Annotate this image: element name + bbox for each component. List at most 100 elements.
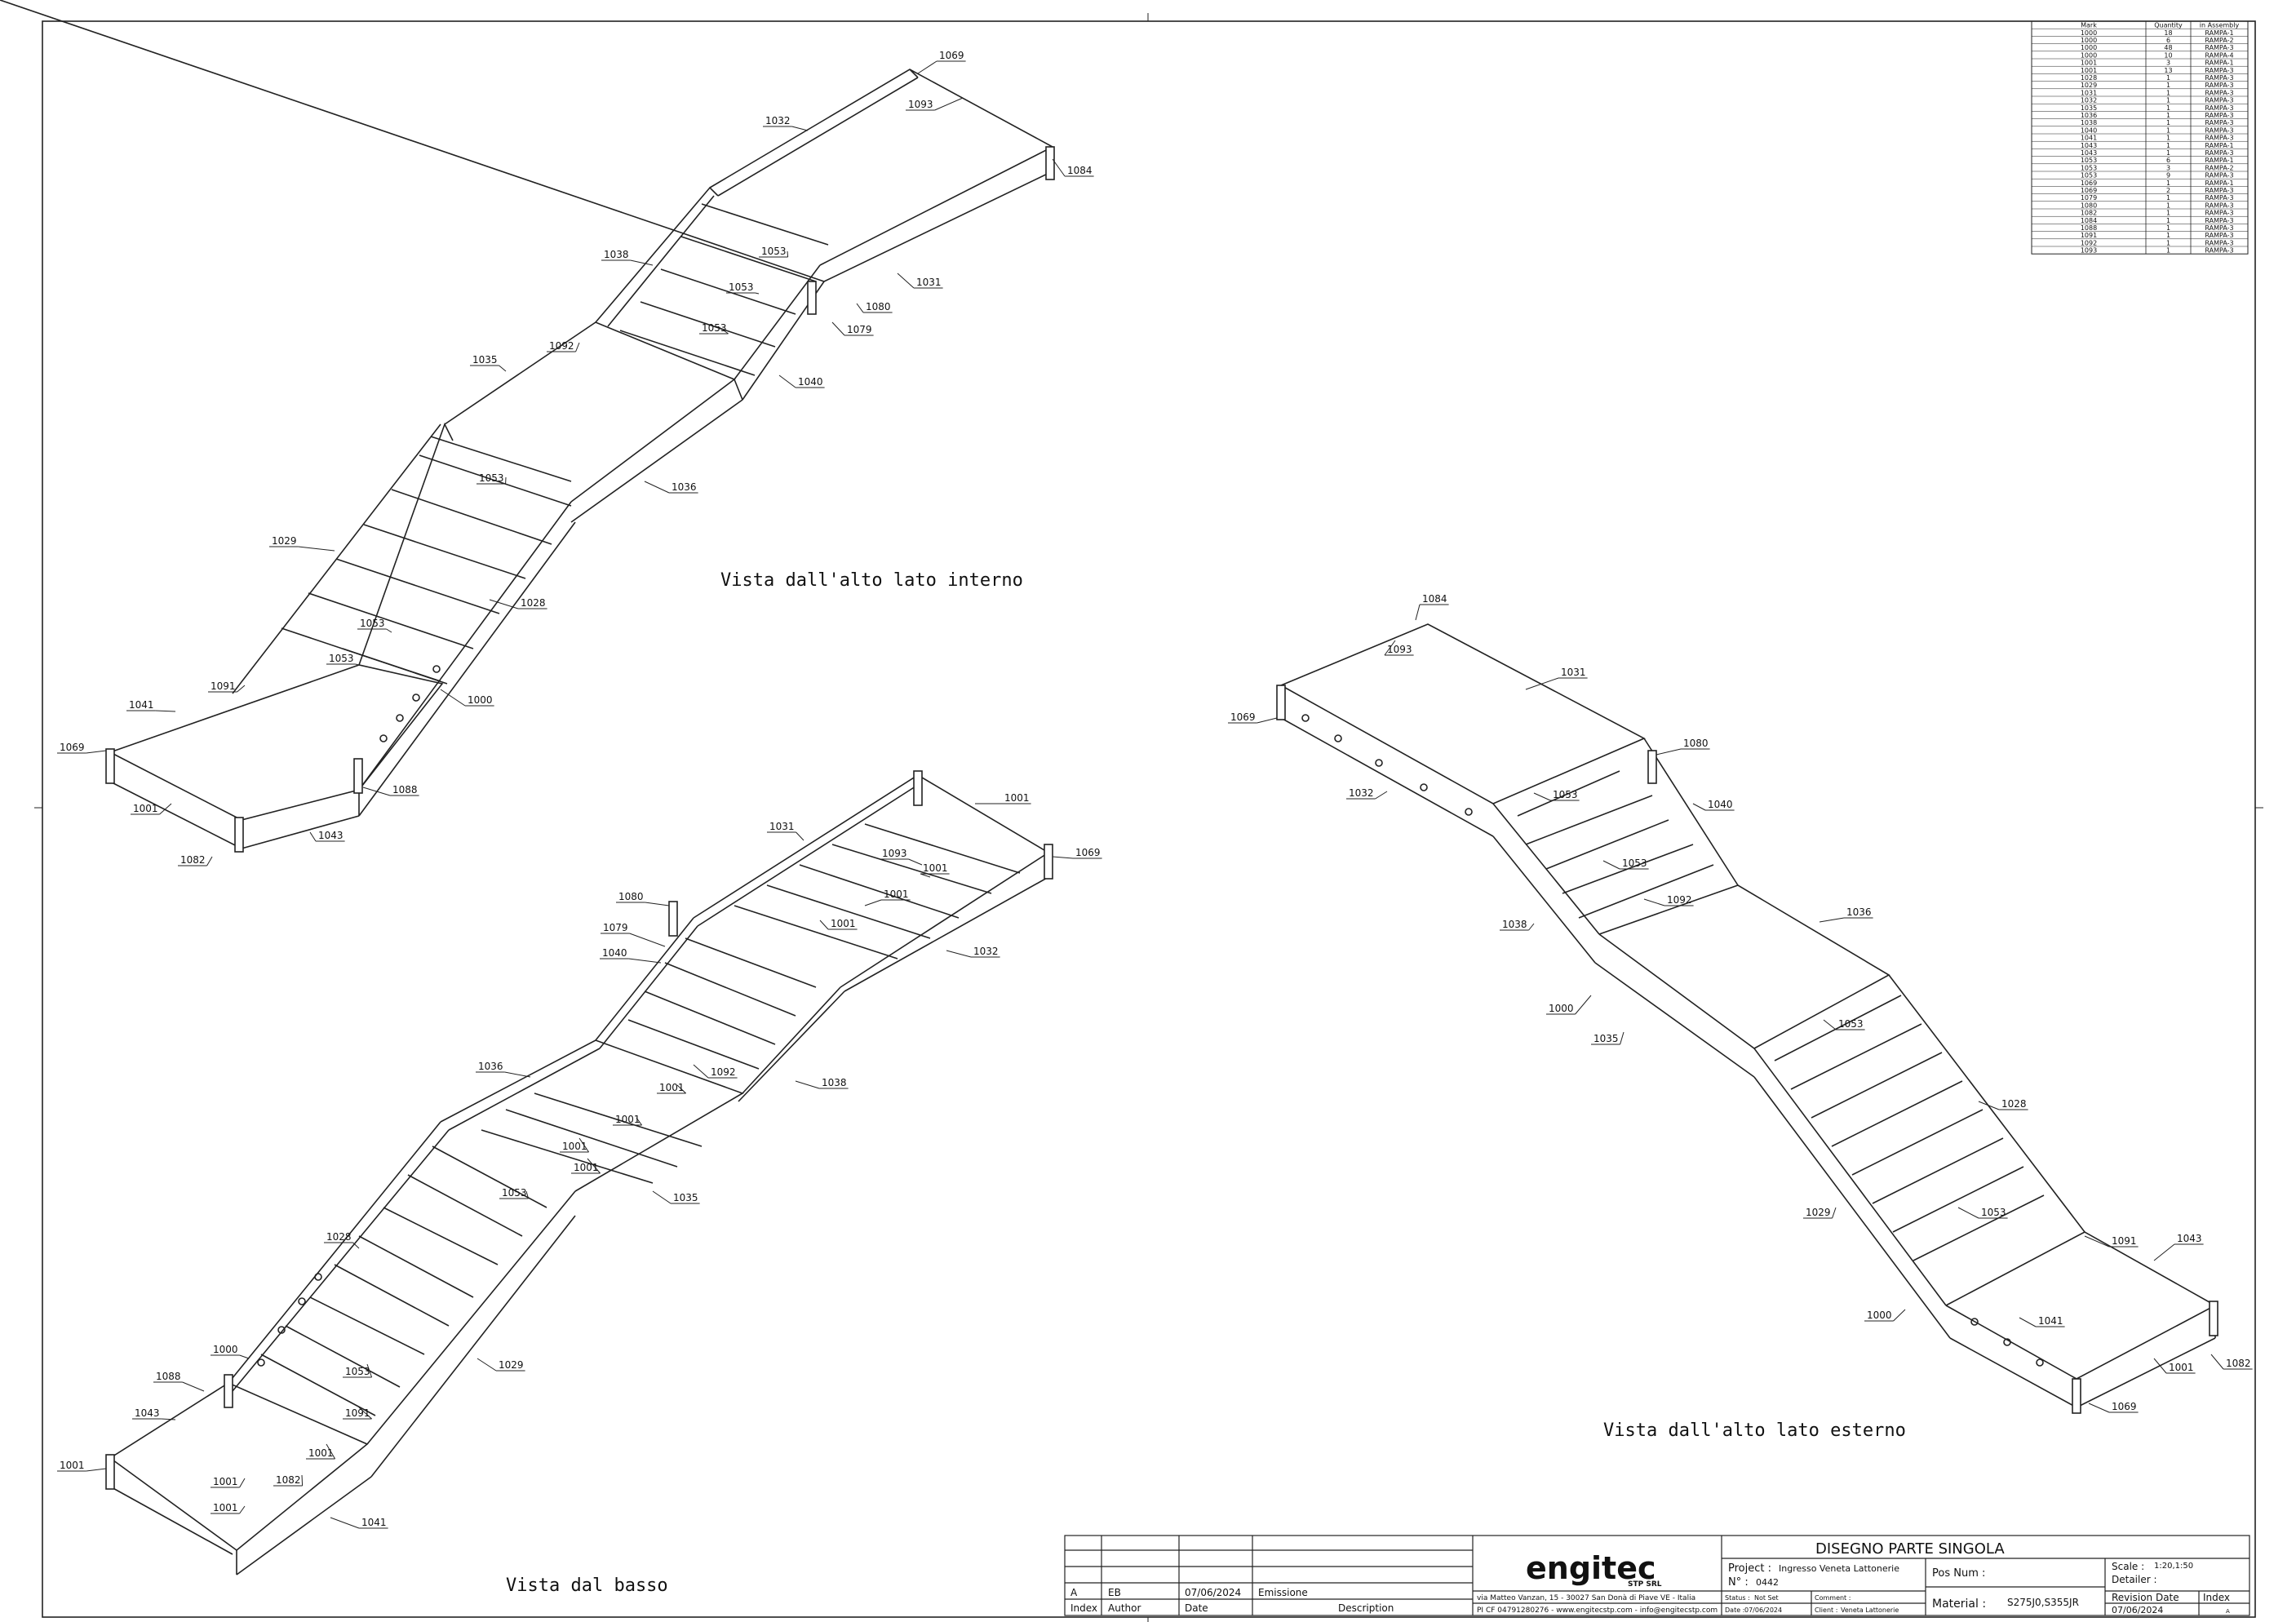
- parts-table-row-cell: 1: [2166, 247, 2170, 255]
- callout-leader: [499, 365, 507, 372]
- part-callout-label: 1040: [1708, 799, 1733, 810]
- part-callout-label: 1093: [908, 99, 933, 110]
- part-callout-label: 1079: [603, 922, 628, 933]
- view-title-below: Vista dal basso: [506, 1575, 668, 1596]
- parts-table-row-cell: 1088: [2081, 224, 2097, 232]
- callout-leader: [787, 250, 789, 258]
- rev-header-description: Description: [1338, 1602, 1394, 1614]
- parts-table-row-cell: 1000: [2081, 29, 2097, 37]
- company-contacts: PI CF 04791280276 - www.engitecstp.com -…: [1477, 1606, 1718, 1615]
- part-callout-label: 1001: [213, 1502, 238, 1513]
- callout-leader: [917, 60, 937, 74]
- parts-table-row-cell: 1: [2166, 224, 2170, 232]
- part-callout-label: 1092: [549, 340, 574, 352]
- part-callout-label: 1001: [60, 1460, 85, 1471]
- parts-table-row-cell: 10: [2164, 51, 2172, 59]
- callout-leader: [1692, 803, 1706, 811]
- parts-table-row-cell: 1: [2166, 135, 2170, 142]
- parts-table-row-cell: 1000: [2081, 51, 2097, 59]
- part-callout-label: 1000: [213, 1344, 238, 1355]
- callout-leader: [362, 787, 391, 796]
- parts-table-row-cell: 1: [2166, 104, 2170, 112]
- part-callout-label: 1053: [1981, 1207, 2006, 1218]
- callout-leader: [1375, 791, 1388, 800]
- callout-leader: [946, 950, 972, 958]
- part-callout-label: 1038: [822, 1077, 847, 1088]
- revision-date-label: Revision Date: [2112, 1592, 2179, 1603]
- part-callout-label: 1091: [2112, 1235, 2137, 1247]
- part-callout-label: 1001: [884, 889, 909, 900]
- callout-leader: [386, 628, 392, 633]
- callout-leader: [358, 1407, 372, 1420]
- parts-table-row-cell: 1: [2166, 74, 2170, 82]
- part-callout-label: 1000: [468, 694, 493, 706]
- part-callout-label: 1088: [392, 784, 418, 795]
- part-callout-label: 1084: [1067, 165, 1093, 176]
- part-callout-label: 1053: [761, 246, 787, 257]
- parts-table-row-cell: 1: [2166, 179, 2170, 187]
- callout-leader: [575, 342, 580, 352]
- parts-table-row-cell: 1069: [2081, 187, 2097, 194]
- callout-leader: [1957, 1207, 1979, 1219]
- index-label: Index: [2203, 1592, 2230, 1603]
- callout-leader: [86, 1468, 107, 1472]
- number-label: N° :: [1728, 1576, 1749, 1589]
- date-label: Date :: [1725, 1606, 1744, 1614]
- parts-table-row-cell: 1053: [2081, 164, 2097, 171]
- part-callout-label: 1069: [60, 742, 85, 753]
- parts-table-row-cell: 1043: [2081, 142, 2097, 149]
- callout-leader: [366, 1363, 373, 1378]
- part-callout-label: 1031: [769, 821, 795, 832]
- part-callout-label: 1036: [478, 1061, 503, 1072]
- parts-table-row-cell: 6: [2166, 157, 2170, 164]
- callout-leader: [628, 958, 662, 964]
- part-callout-label: 1053: [329, 653, 354, 664]
- part-callout-label: 1035: [1593, 1033, 1619, 1044]
- parts-table-row-cell: RAMPA-3: [2205, 67, 2233, 74]
- parts-table-row-cell: RAMPA-3: [2205, 247, 2233, 255]
- part-callout-label: 1053: [345, 1366, 370, 1377]
- parts-table-row-cell: 1031: [2081, 89, 2097, 96]
- part-callout-label: 1069: [1230, 711, 1256, 723]
- callout-leader: [206, 856, 213, 866]
- title-block: [1064, 1535, 2250, 1616]
- part-callout-label: 1080: [866, 301, 891, 312]
- parts-table-row-cell: 6: [2166, 37, 2170, 44]
- parts-table-row-cell: 1: [2166, 126, 2170, 134]
- parts-table-row-cell: 1029: [2081, 82, 2097, 89]
- parts-table-row-cell: 48: [2164, 44, 2172, 51]
- scale-value: 1:20,1:50: [2154, 1562, 2193, 1571]
- parts-table-row-cell: 1: [2166, 194, 2170, 202]
- part-callout-label: 1001: [923, 862, 948, 874]
- part-callout-label: 1028: [521, 597, 546, 609]
- callout-leader: [1978, 1101, 2000, 1110]
- callout-leader: [796, 831, 804, 841]
- parts-table-row-cell: RAMPA-3: [2205, 97, 2233, 104]
- rev-header-author: Author: [1108, 1602, 1141, 1614]
- project-label: Project :: [1728, 1562, 1771, 1575]
- callout-leader: [1620, 1031, 1624, 1045]
- part-callout-label: 1035: [472, 354, 498, 366]
- callout-leader: [578, 1137, 590, 1153]
- parts-table-row-cell: 3: [2166, 164, 2170, 171]
- part-callout-label: 1043: [135, 1407, 160, 1419]
- callout-leader: [2153, 1358, 2167, 1374]
- callout-leader: [330, 1517, 360, 1529]
- parts-table-row-cell: 3: [2166, 60, 2170, 67]
- callout-leader: [352, 1242, 360, 1249]
- part-callout-label: 1041: [129, 699, 154, 711]
- rev-header-index: Index: [1070, 1602, 1097, 1614]
- parts-table-row-cell: 13: [2164, 67, 2172, 74]
- callout-leader: [182, 1381, 205, 1392]
- part-callout-label: 1079: [847, 324, 872, 335]
- part-callout-label: 1032: [973, 946, 999, 957]
- view-from-below: [105, 770, 1053, 1575]
- parts-table-row-cell: RAMPA-1: [2205, 60, 2233, 67]
- callout-leader: [2210, 1354, 2224, 1370]
- parts-table-header-cell: Mark: [2081, 22, 2097, 29]
- callout-leader: [778, 374, 796, 388]
- callout-leader: [1415, 604, 1421, 621]
- part-callout-label: 1069: [1075, 847, 1101, 858]
- callout-leader: [525, 1190, 530, 1199]
- rev-description: Emissione: [1258, 1587, 1308, 1598]
